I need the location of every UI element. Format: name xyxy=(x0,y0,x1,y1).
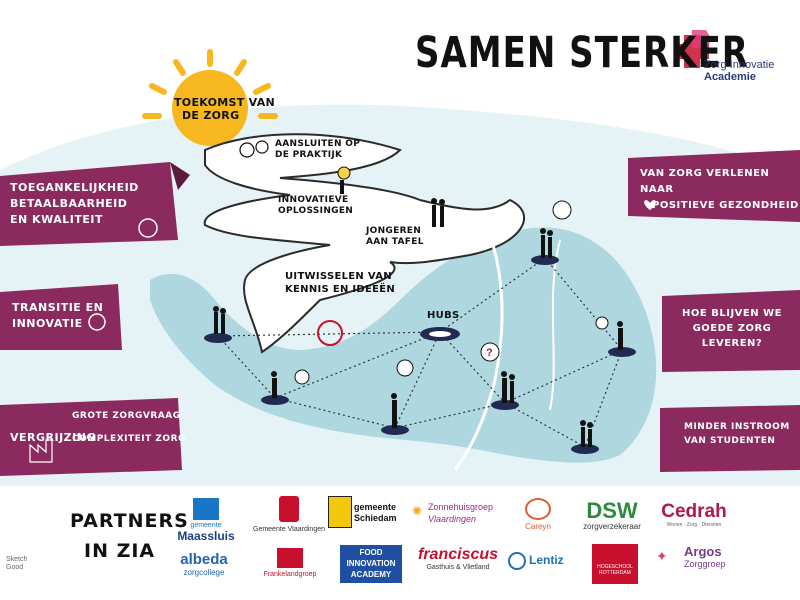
banner-left-3-text-b: VERGRIJZING xyxy=(10,431,96,444)
logo-maassluis: gemeente Maassluis xyxy=(172,498,240,543)
logo-frankeland: Frankelandgroep xyxy=(252,548,328,578)
logo-vlaardingen: Gemeente Vlaardingen xyxy=(250,496,328,533)
thought-bubble-icon xyxy=(480,342,500,362)
sun-burst-icon: ✺ xyxy=(412,504,423,518)
lentiz-icon xyxy=(508,552,526,570)
logo-careyn: Careyn xyxy=(516,498,560,531)
sun-icon xyxy=(142,49,278,146)
logo-dsw: DSW zorgverzekeraar xyxy=(583,498,641,532)
speech-bubble-icon xyxy=(294,369,310,385)
frankeland-icon xyxy=(277,548,303,568)
logo-cedrah: Cedrah Wonen · Zorg · Diensten xyxy=(661,501,727,529)
logo-franciscus: franciscus Gasthuis & Vlietland xyxy=(418,546,499,571)
brand-name-line2: Academie xyxy=(704,71,756,83)
svg-text:?: ? xyxy=(486,347,493,359)
cycle-icon xyxy=(88,313,106,331)
people-figures xyxy=(213,173,623,447)
care-bubble-icon xyxy=(552,200,572,220)
banner-left-2 xyxy=(0,284,122,350)
page-title: SAMEN STERKER xyxy=(415,28,749,78)
gears-icon xyxy=(239,140,269,158)
hubs-label: HUBS xyxy=(427,310,460,321)
banner-right-1 xyxy=(628,150,800,222)
banner-right-2 xyxy=(662,290,800,372)
money-icon xyxy=(138,218,158,238)
brand-name-line1: Zorg Innovatie xyxy=(704,59,775,71)
heart-icon xyxy=(644,200,656,210)
lion-icon xyxy=(279,496,299,522)
road xyxy=(203,133,525,354)
banner-left-3 xyxy=(0,398,182,476)
argos-icon: ✦ xyxy=(656,548,668,564)
zia-logo-icon xyxy=(675,30,712,68)
network-lines xyxy=(217,257,623,448)
banner-right-3 xyxy=(660,405,800,472)
banner-left-1 xyxy=(0,162,178,246)
maassluis-icon xyxy=(193,498,219,520)
logo-albeda: albeda zorgcollege xyxy=(180,551,228,578)
hub-nodes xyxy=(204,255,636,454)
coat-of-arms-icon xyxy=(328,496,352,528)
lightbulb-icon xyxy=(337,166,351,180)
idea-bubble-icon xyxy=(396,359,414,377)
careyn-icon xyxy=(525,498,551,520)
factory-icon xyxy=(29,439,53,463)
brain-bubble-icon xyxy=(595,316,609,330)
exchange-cycle-icon xyxy=(317,320,343,346)
